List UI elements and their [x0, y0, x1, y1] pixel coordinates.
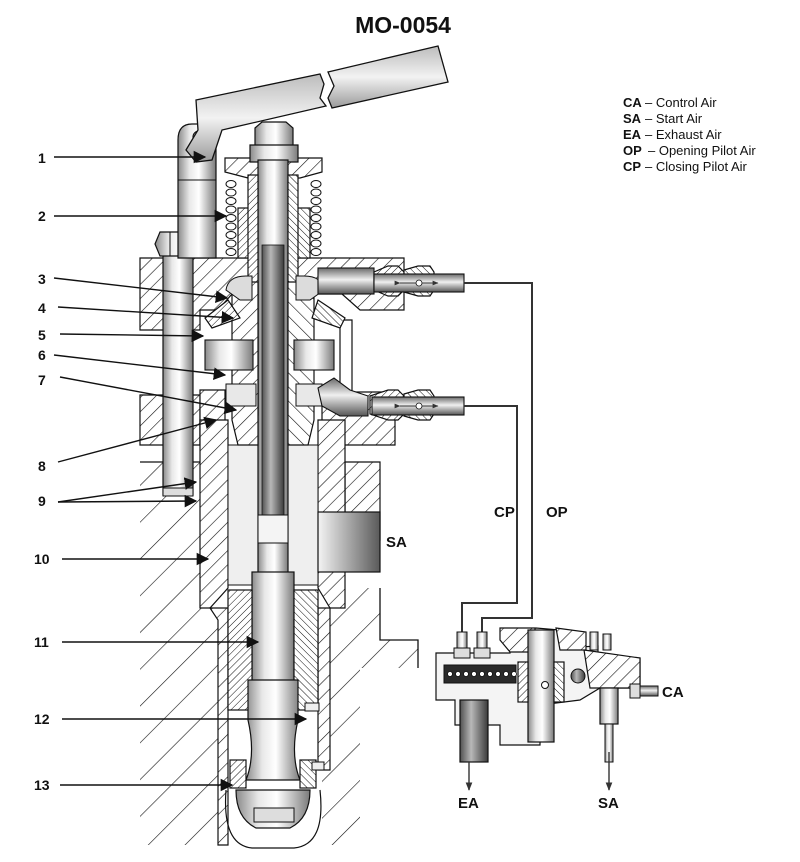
callout-6-number: 6: [38, 347, 46, 363]
set-screw: [304, 702, 320, 712]
callout-3-number: 3: [38, 271, 46, 287]
callout-11-number: 11: [34, 634, 49, 650]
pilot-spring-coil: [479, 671, 485, 677]
spring-coil: [310, 180, 322, 188]
spring-coil: [310, 205, 322, 214]
spring-coil: [310, 239, 322, 248]
callout-2-number: 2: [38, 208, 46, 224]
spring-coil: [225, 248, 237, 256]
callouts: 1 2 3 4 5 6 7 8 9 10 11 12 13: [34, 150, 308, 793]
spring-coil: [225, 197, 237, 205]
callout-8-leader: [57, 416, 218, 463]
control-air-inlet: [639, 685, 659, 697]
legend-abbr: CA: [623, 95, 642, 110]
spring-coil: [310, 214, 322, 222]
legend: CA – Control Air SA – Start Air EA – Exh…: [623, 95, 756, 174]
spring-coil: [225, 205, 237, 214]
pilot-spring-coil: [495, 671, 501, 677]
callout-10-number: 10: [34, 551, 50, 567]
legend-desc: – Start Air: [645, 111, 703, 126]
opening-pilot-fitting: [317, 265, 465, 297]
pilot-spring-coil: [511, 671, 517, 677]
spring-coil: [225, 231, 237, 239]
callout-1-number: 1: [38, 150, 46, 166]
legend-desc: – Closing Pilot Air: [645, 159, 748, 174]
pilot-spring-coil: [455, 671, 461, 677]
callout-3-leader: [53, 277, 229, 303]
diagram-title: MO-0054: [355, 12, 451, 38]
port-label-op: OP: [546, 504, 568, 521]
legend-item-cp: CP – Closing Pilot Air: [623, 159, 748, 174]
port-label-sa-main: SA: [386, 534, 407, 551]
callout-7-leader: [59, 376, 238, 415]
port-label-sa-pilot: SA: [598, 795, 619, 812]
legend-abbr: CP: [623, 159, 641, 174]
valve-head-nut: [253, 807, 295, 823]
pilot-spring-coil: [471, 671, 477, 677]
callout-8-number: 8: [38, 458, 46, 474]
closing-pilot-line: [461, 405, 518, 632]
port-label-cp: CP: [494, 504, 515, 521]
legend-desc: – Exhaust Air: [645, 127, 722, 142]
callout-5-number: 5: [38, 327, 46, 343]
pilot-valve: [435, 627, 659, 791]
spring-coil: [225, 222, 237, 231]
callout-4-leader: [57, 306, 235, 324]
spring-coil: [225, 214, 237, 222]
callout-9-leader-lower: [57, 494, 198, 508]
legend-item-sa: SA – Start Air: [623, 111, 703, 126]
spring-coil: [310, 231, 322, 239]
pilot-spring-coil: [503, 671, 509, 677]
legend-desc: – Control Air: [645, 95, 717, 110]
exhaust-outlet: [459, 699, 489, 763]
port-label-ea: EA: [458, 795, 479, 812]
closing-pilot-fitting: [317, 377, 465, 421]
callout-12-number: 12: [34, 711, 50, 727]
spring-coil: [310, 188, 322, 197]
legend-item-ea: EA – Exhaust Air: [623, 127, 722, 142]
pilot-spool: [527, 629, 555, 743]
start-air-inlet-port: [317, 511, 381, 573]
spring-assembly: [224, 157, 323, 259]
callout-7-number: 7: [38, 372, 46, 388]
pilot-spring-coil: [463, 671, 469, 677]
legend-item-op: OP – Opening Pilot Air: [623, 143, 756, 158]
callout-9-leader-upper: [57, 477, 198, 503]
valve-seat-left: [229, 759, 247, 789]
spring-coil: [225, 239, 237, 248]
spring-coil: [310, 248, 322, 256]
lever-handle-near: [185, 73, 328, 163]
port-label-ca: CA: [662, 684, 684, 701]
callout-9-number: 9: [38, 493, 46, 509]
spring-coil: [225, 188, 237, 197]
lever-handle-far: [327, 45, 449, 109]
callout-6-leader: [53, 354, 227, 380]
pilot-spring-coil: [447, 671, 453, 677]
valve-spindle: [204, 121, 346, 849]
legend-item-ca: CA – Control Air: [623, 95, 717, 110]
start-air-pilot-outlet: [599, 687, 619, 725]
callout-5-leader: [59, 329, 205, 343]
legend-abbr: EA: [623, 127, 642, 142]
callout-4-number: 4: [38, 300, 46, 316]
spring-coil: [225, 180, 237, 188]
legend-abbr: SA: [623, 111, 642, 126]
legend-abbr: OP: [623, 143, 642, 158]
spring-coil: [310, 222, 322, 231]
legend-desc: – Opening Pilot Air: [648, 143, 756, 158]
pilot-spring-coil: [487, 671, 493, 677]
spring-coil: [310, 197, 322, 205]
callout-13-number: 13: [34, 777, 50, 793]
set-screw-lower: [311, 761, 325, 771]
opening-pilot-line: [464, 282, 533, 632]
